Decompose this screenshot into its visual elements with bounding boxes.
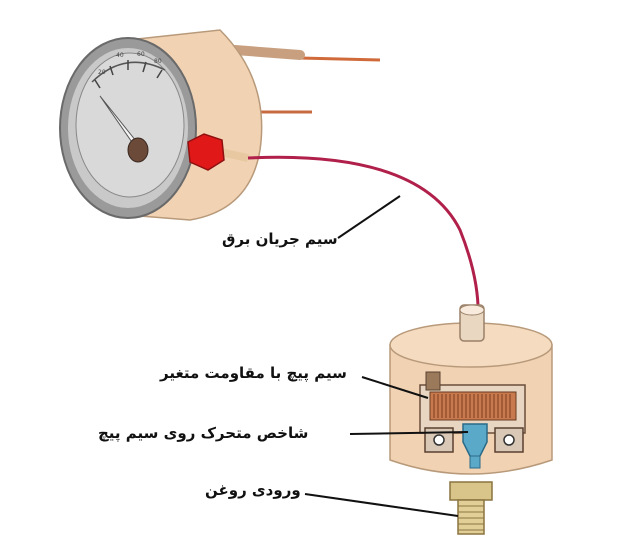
signal-wire	[247, 155, 480, 321]
coil-windings	[433, 394, 511, 418]
capillary-tube	[299, 56, 381, 62]
gauge-pivot	[127, 137, 149, 163]
label-moving-contact: شاخص متحرک روی سیم پیچ	[98, 424, 309, 442]
upper-pipe	[230, 45, 305, 60]
gauge-dial	[75, 52, 185, 198]
scale-tick	[109, 65, 114, 76]
oil-inlet-fitting	[457, 499, 485, 535]
scale-tick	[142, 61, 147, 73]
leader-line-oil	[304, 493, 459, 517]
scale-mark: 40	[116, 52, 124, 59]
contact-tip	[469, 455, 481, 469]
terminal-stem	[219, 148, 249, 162]
label-oil-inlet: ورودی روغن	[205, 481, 301, 499]
sender-terminal-cap	[459, 304, 485, 316]
screw-icon	[433, 434, 445, 446]
resistance-coil	[429, 391, 517, 421]
scale-mark: 80	[154, 58, 162, 65]
leader-line-wire	[337, 195, 401, 239]
label-electric-wire: سیم جریان برق	[222, 230, 338, 248]
gauge-scale-arc	[91, 61, 166, 83]
scale-mark: 20	[98, 69, 106, 76]
fitting-nut	[449, 481, 493, 501]
thread-lines	[458, 505, 484, 531]
scale-tick	[94, 79, 101, 89]
screw-icon	[503, 434, 515, 446]
scale-mark: 60	[137, 51, 145, 58]
scale-tick	[156, 69, 163, 79]
leader-line-coil	[361, 376, 429, 399]
leader-line-contact	[349, 431, 469, 435]
label-resistance-coil: سیم پیچ با مقاومت متغیر	[160, 364, 347, 382]
hex-nut-icon	[187, 133, 225, 171]
coil-post	[425, 371, 441, 391]
